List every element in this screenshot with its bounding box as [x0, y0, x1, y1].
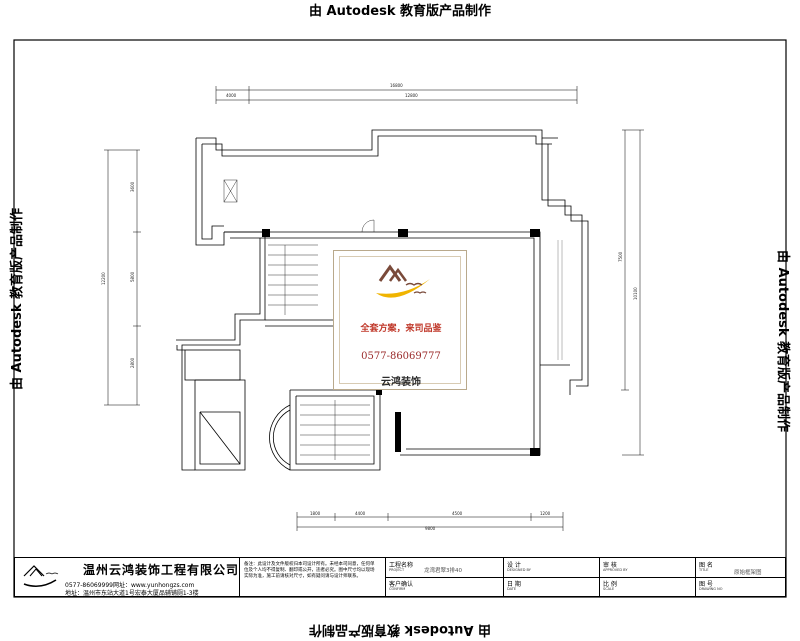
dim-right-total: 10100	[633, 287, 638, 300]
roof-bird-logo-icon	[376, 264, 430, 298]
project-cell: 工程名称 PROJECT 龙湾君翠3排40 客户确认 CONFIRM	[385, 558, 503, 596]
dim-bottom-1: 1800	[310, 511, 321, 516]
logo-phone: 0577-86069777	[361, 351, 441, 362]
scale-label: 比 例	[603, 581, 617, 588]
company-address: 地址：温州市东站大道1号宏泰大厦品辅铺厕1-3楼	[65, 590, 199, 597]
project-value: 龙湾君翠3排40	[424, 568, 462, 574]
title-label-en: TITLE	[699, 568, 709, 572]
designer-cell: 设 计 DESIGNED BY 日 期 DATE	[503, 558, 599, 596]
dim-left-2: 5800	[130, 271, 135, 282]
dim-left-3: 2800	[130, 357, 135, 368]
drawing-no-label-en: DRAWING NO	[699, 587, 723, 591]
drawing-no-label: 图 号	[699, 581, 713, 588]
note-cell: 备注：此设计及文件版权归本司设计所有。未经本司同意，任何单位及个人均不得复制、翻…	[239, 558, 385, 596]
scale-label-en: SCALE	[603, 587, 615, 591]
company-logo-card: 全套方案，来司品鉴 0577-86069777 云鸿装饰	[333, 250, 467, 390]
dim-top-left: 4000	[226, 93, 237, 98]
company-logo-icon	[23, 565, 59, 588]
stairs	[268, 219, 375, 460]
project-label-en: PROJECT	[389, 568, 405, 572]
project-label: 工程名称	[389, 562, 414, 569]
dim-bottom-4: 1200	[540, 511, 551, 516]
title-cell: 图 名 TITLE 原始框架图 图 号 DRAWING NO	[695, 558, 785, 596]
dimension-lines	[104, 86, 644, 531]
approved-label-en: APPROVED BY	[603, 568, 628, 572]
watermark-top: 由 Autodesk 教育版产品制作	[308, 4, 492, 19]
dim-bottom-2: 4400	[355, 511, 366, 516]
title-label: 图 名	[699, 562, 713, 569]
drawing-border	[13, 39, 787, 598]
columns	[262, 229, 540, 456]
note-text: 备注：此设计及文件版权归本司设计所有。未经本司同意，任何单位及个人均不得复制、翻…	[244, 562, 375, 579]
dim-right-1: 7500	[618, 251, 623, 262]
company-phone: 0577-86069999网址：www.yunhongzs.com	[65, 582, 195, 589]
dim-top-total: 16800	[390, 83, 403, 88]
dim-left-1: 3600	[130, 181, 135, 192]
logo-slogan: 全套方案，来司品鉴	[360, 324, 442, 334]
designer-label: 设 计	[507, 562, 521, 569]
client-label: 客户确认	[389, 581, 414, 588]
title-value: 原始框架图	[734, 570, 762, 576]
title-block: 温州云鸿装饰工程有限公司 0577-86069999网址：www.yunhong…	[14, 557, 786, 597]
designer-label-en: DESIGNED BY	[507, 568, 531, 572]
logo-company-name: 云鸿装饰	[381, 377, 421, 388]
date-label: 日 期	[507, 581, 521, 588]
dim-left-total: 12200	[101, 272, 106, 285]
client-label-en: CONFIRM	[389, 587, 406, 591]
approved-cell: 审 核 APPROVED BY 比 例 SCALE	[599, 558, 695, 596]
dim-top-right: 12800	[405, 93, 418, 98]
company-name: 温州云鸿装饰工程有限公司	[83, 563, 240, 577]
approved-label: 审 核	[603, 562, 617, 569]
dim-bottom-3: 4500	[452, 511, 463, 516]
dim-bottom-total: 9800	[425, 526, 436, 531]
walls	[176, 129, 589, 471]
date-label-en: DATE	[507, 587, 517, 591]
